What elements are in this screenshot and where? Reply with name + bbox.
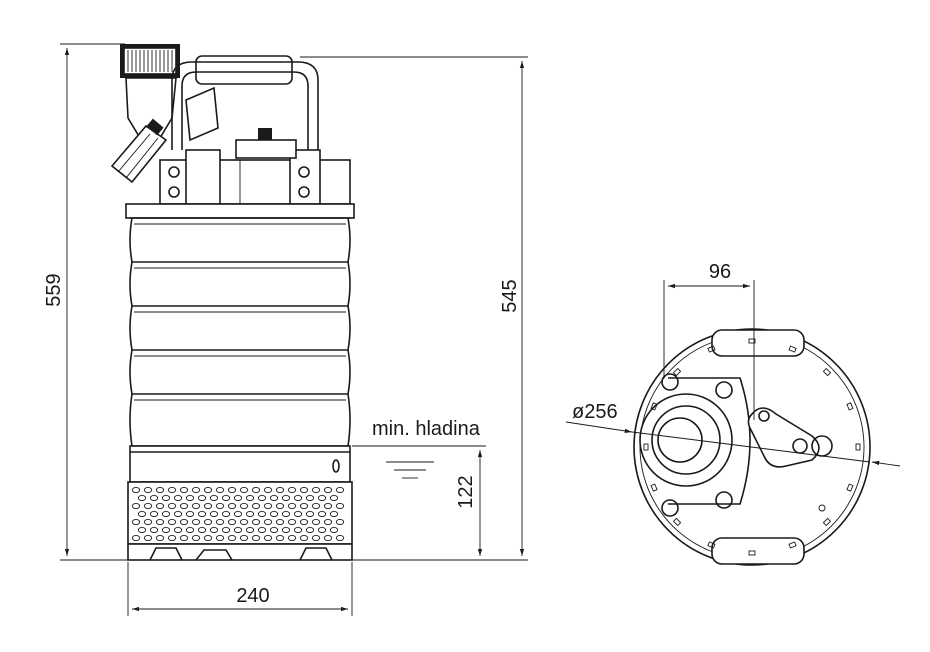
water-level-symbol (386, 461, 434, 479)
dimension-base-width: 240 (127, 562, 353, 616)
carry-handle (171, 55, 319, 150)
overall-height-value: 559 (43, 273, 65, 306)
dimension-overall-height: 559 (43, 43, 128, 561)
pump-side-view (110, 44, 355, 561)
dimension-diameter: ø256 (565, 401, 901, 467)
strainer-base (127, 445, 353, 561)
diameter-value: ø256 (572, 401, 618, 423)
height-to-outlet-value: 545 (499, 279, 521, 312)
dimension-min-level: 122 min. hladina (352, 418, 486, 556)
cable-gland (110, 118, 168, 184)
min-level-label: min. hladina (372, 418, 481, 440)
pump-top-view (633, 328, 871, 566)
dimension-height-to-outlet: 545 (300, 56, 528, 561)
motor-top-cover (125, 128, 355, 219)
outlet-offset-value: 96 (709, 261, 731, 283)
motor-housing (129, 217, 351, 447)
min-level-height-value: 122 (455, 475, 477, 508)
dimension-outlet-offset: 96 (663, 261, 755, 420)
base-width-value: 240 (236, 585, 269, 607)
outlet-connector (120, 44, 180, 139)
